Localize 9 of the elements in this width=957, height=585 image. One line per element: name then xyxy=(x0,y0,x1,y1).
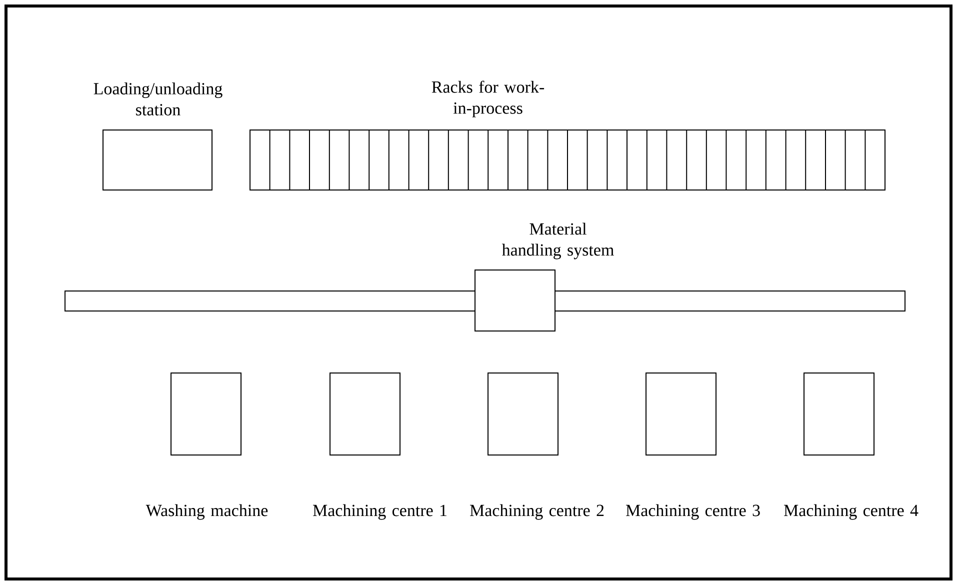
node-label: Washing machine xyxy=(146,504,268,520)
node-label: Racks for work-in-process xyxy=(432,80,544,118)
node-label: Loading/unloading station xyxy=(94,82,222,116)
node-label: Machining centre 3 xyxy=(626,504,760,520)
node-label: Machining centre 4 xyxy=(784,504,918,520)
node-label: Machining centre 1 xyxy=(313,504,446,520)
node-label: Material handling system xyxy=(502,222,614,260)
carriage-box xyxy=(474,270,556,332)
node-label: Machining centre 2 xyxy=(470,504,604,520)
